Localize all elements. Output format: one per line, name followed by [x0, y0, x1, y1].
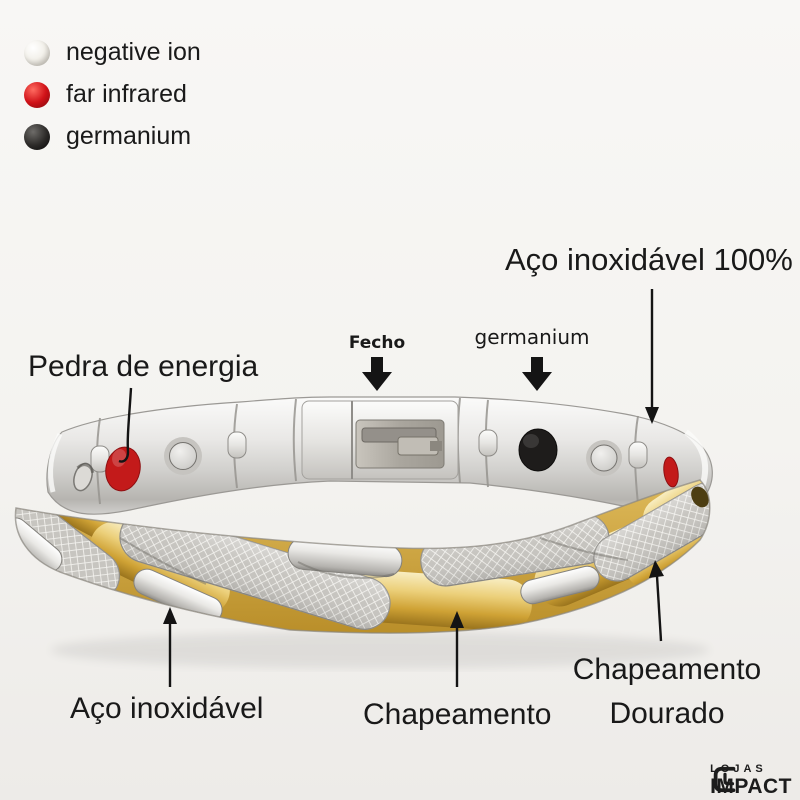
energy-stone [105, 446, 141, 492]
clasp [301, 400, 459, 480]
lojas-impact-logo-icon [713, 766, 736, 793]
label-germanium: germanium [474, 325, 590, 349]
bracelet-back-band [46, 396, 713, 520]
gold-segment-hole [691, 486, 709, 508]
end-link-hole [73, 462, 95, 492]
negative-ion-dot-icon [24, 39, 50, 66]
brand-logo: LOJAS IMPACT [710, 763, 792, 798]
legend-item-negative-ion: negative ion [24, 38, 201, 67]
arrow-clasp [362, 357, 392, 391]
front-band-outline [14, 479, 711, 634]
label-plating: Chapeamento [363, 698, 552, 731]
label-steel: Aço inoxidável [70, 692, 264, 725]
legend-item-far-infrared: far infrared [24, 80, 201, 109]
logo-top-text: LOJAS [710, 763, 767, 775]
arrow-plating [450, 611, 464, 687]
arrow-steel [163, 607, 177, 687]
magnet-right [586, 440, 622, 476]
pointer-arrows [118, 289, 664, 687]
legend-label: far infrared [66, 80, 187, 108]
left-endcap-highlight [48, 432, 63, 493]
arrow-energy-stone [118, 387, 133, 463]
texture-sheen [119, 483, 710, 630]
legend: negative ion far infrared germanium [24, 38, 201, 151]
twist-creases [119, 537, 629, 585]
germanium-stone [518, 428, 558, 472]
magnet-left [164, 437, 202, 475]
label-clasp: Fecho [348, 333, 406, 353]
label-energy-stone: Pedra de energia [28, 350, 259, 383]
germanium-dot-icon [24, 123, 50, 150]
label-gold-plating-line1: Chapeamento [572, 653, 762, 686]
label-gold-plating: Chapeamento Dourado [573, 648, 761, 736]
label-steel-100: Aço inoxidável 100% [505, 242, 793, 277]
arrow-germanium [522, 357, 552, 391]
arrow-gold-plating [649, 560, 664, 642]
bracelet-shadow [50, 632, 710, 668]
polished-steel-segments [15, 517, 600, 624]
legend-label: negative ion [66, 38, 201, 66]
arrow-steel-100 [645, 289, 659, 424]
legend-item-germanium: germanium [24, 122, 201, 151]
energy-stone-right [663, 456, 679, 488]
label-gold-plating-line2: Dourado [609, 697, 725, 731]
far-infrared-dot-icon [24, 81, 50, 108]
legend-label: germanium [66, 122, 192, 150]
